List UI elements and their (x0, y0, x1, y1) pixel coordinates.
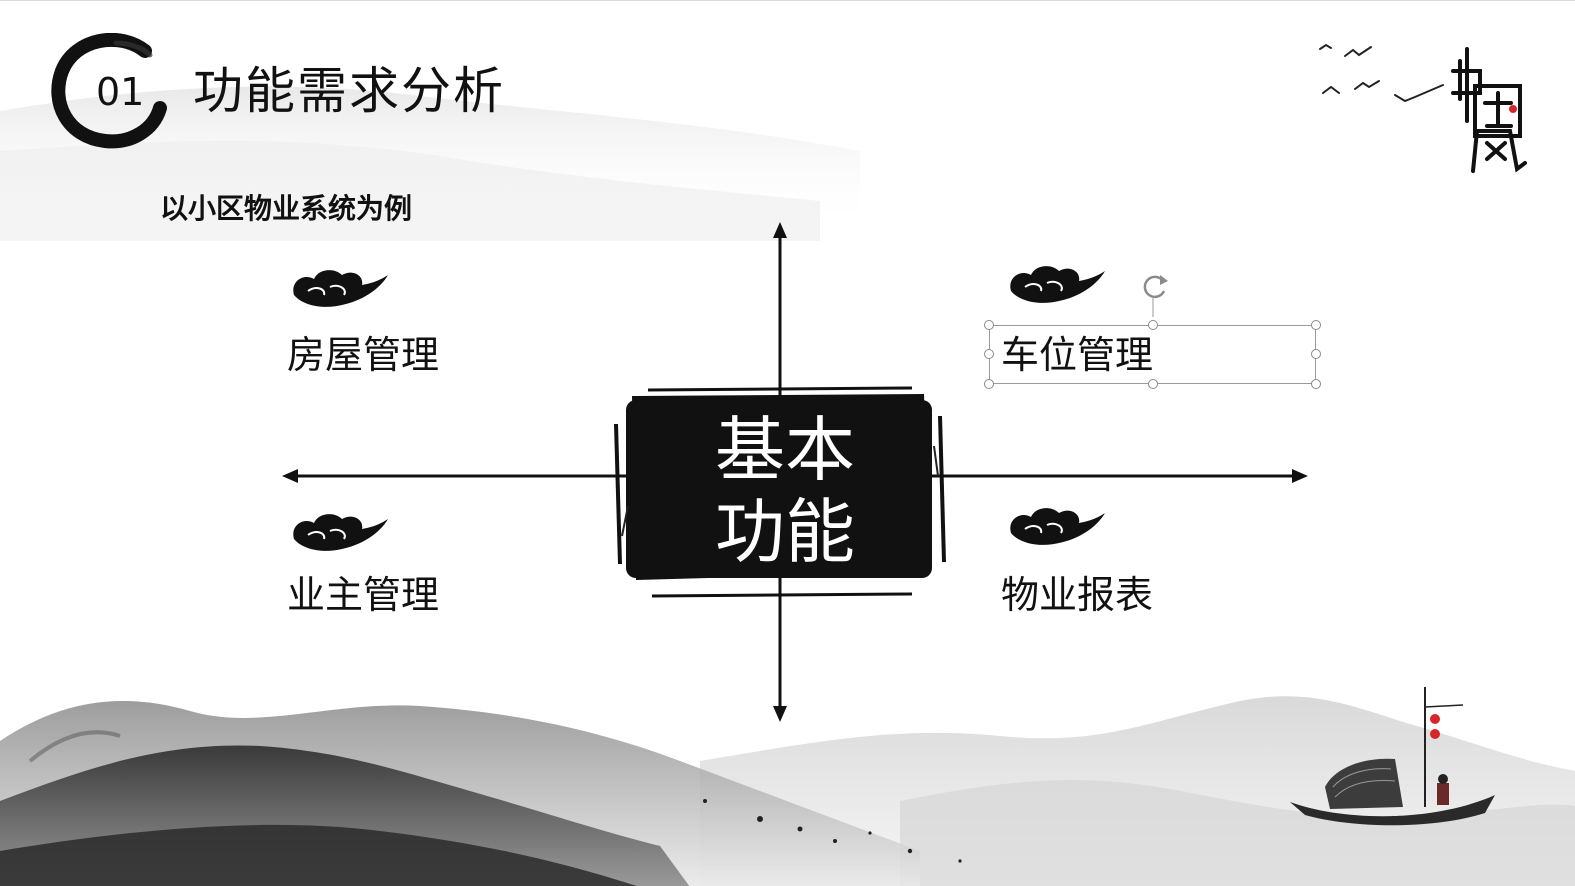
selection-box[interactable] (989, 325, 1316, 384)
label-property-report[interactable]: 物业报表 (1001, 573, 1154, 617)
cloud-icon-top-right (1010, 266, 1105, 303)
resize-handle-w[interactable] (984, 349, 994, 359)
resize-handle-s[interactable] (1148, 379, 1158, 389)
cloud-icon-bottom-right (1010, 508, 1105, 545)
resize-handle-e[interactable] (1311, 349, 1321, 359)
resize-handle-ne[interactable] (1311, 320, 1321, 330)
label-house-management[interactable]: 房屋管理 (287, 333, 440, 377)
boat-illustration (1290, 687, 1495, 826)
resize-handle-sw[interactable] (984, 379, 994, 389)
zhongguofeng-logo (1319, 43, 1527, 173)
label-owner-management[interactable]: 业主管理 (287, 573, 440, 617)
subtitle: 以小区物业系统为例 (160, 192, 413, 225)
cloud-icon-top-left (293, 270, 388, 307)
section-number: 01 (96, 70, 145, 114)
ink-circle-icon (51, 33, 167, 149)
resize-handle-nw[interactable] (984, 320, 994, 330)
center-ink-seal (614, 386, 946, 598)
resize-handle-n[interactable] (1148, 320, 1158, 330)
label-parking-management[interactable]: 车位管理 (1001, 333, 1154, 377)
center-title-line1: 基本 (715, 409, 855, 491)
rotate-handle-icon[interactable] (1136, 267, 1176, 317)
resize-handle-se[interactable] (1311, 379, 1321, 389)
center-title: 基本 功能 (640, 401, 930, 581)
page-title: 功能需求分析 (193, 62, 505, 120)
cloud-icon-bottom-left (293, 514, 388, 551)
center-title-line2: 功能 (715, 491, 855, 573)
